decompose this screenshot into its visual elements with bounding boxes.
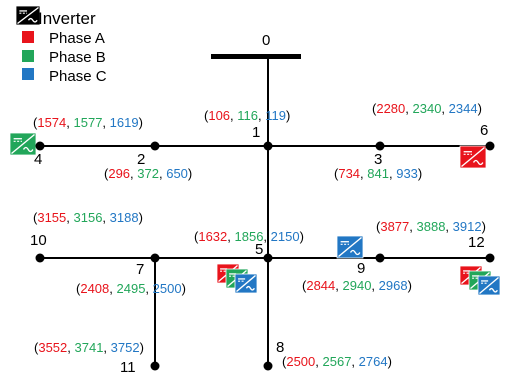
bus-node-12	[485, 253, 495, 263]
node-2-phase-a-value: 296	[108, 166, 130, 181]
node-label-11: 11	[120, 359, 136, 376]
inverter-icon-node-12-phase-c	[477, 275, 501, 296]
node-values-11: (3552, 3741, 3752)	[34, 340, 144, 355]
node-values-4: (1574, 1577, 1619)	[33, 115, 143, 130]
node-1-phase-b-value: 116	[237, 108, 258, 123]
node-values-7: (2408, 2495, 2500)	[76, 281, 186, 296]
node-label-4: 4	[34, 151, 42, 168]
node-values-10: (3155, 3156, 3188)	[33, 210, 143, 225]
node-values-3: (734, 841, 933)	[334, 166, 422, 181]
node-11-phase-a-value: 3552	[38, 340, 67, 355]
node-label-8: 8	[276, 339, 284, 356]
node-10-phase-b-value: 3156	[74, 210, 103, 225]
node-11-phase-b-value: 3741	[75, 340, 104, 355]
node-6-phase-c-value: 2344	[449, 101, 478, 116]
node-3-phase-c-value: 933	[396, 166, 418, 181]
substation-busbar	[211, 54, 301, 59]
node-label-3: 3	[374, 151, 382, 168]
inverter-legend-icon	[15, 5, 41, 26]
legend-phase-a-swatch	[22, 31, 34, 43]
inverter-icon-node-6-phase-a	[459, 145, 487, 169]
bus-node-6	[485, 141, 495, 151]
legend-phase-c-label: Phase C	[49, 68, 107, 85]
node-8-phase-a-value: 2500	[286, 354, 315, 369]
bus-node-3	[375, 141, 385, 151]
node-11-phase-c-value: 3752	[111, 340, 140, 355]
bus-node-9	[375, 253, 385, 263]
legend-phase-c-swatch	[22, 68, 34, 80]
node-5-phase-c-value: 2150	[271, 229, 300, 244]
node-9-phase-c-value: 2968	[379, 278, 408, 293]
node-12-phase-c-value: 3912	[453, 219, 482, 234]
node-label-0: 0	[262, 32, 270, 49]
bus-node-7	[150, 253, 160, 263]
node-7-phase-a-value: 2408	[80, 281, 109, 296]
node-label-2: 2	[137, 151, 145, 168]
bus-node-4	[35, 141, 45, 151]
node-values-5: (1632, 1856, 2150)	[194, 229, 304, 244]
node-12-phase-a-value: 3877	[380, 219, 409, 234]
node-label-12: 12	[468, 234, 485, 251]
bus-node-5	[263, 253, 273, 263]
node-4-phase-a-value: 1574	[37, 115, 66, 130]
node-1-phase-a-value: 106	[208, 108, 230, 123]
node-10-phase-c-value: 3188	[110, 210, 139, 225]
node-label-7: 7	[136, 261, 144, 278]
node-values-1: (106, 116, 119)	[204, 108, 290, 123]
node-4-phase-b-value: 1577	[74, 115, 103, 130]
node-2-phase-b-value: 372	[137, 166, 159, 181]
node-8-phase-c-value: 2764	[359, 354, 388, 369]
node-label-6: 6	[480, 122, 488, 139]
node-3-phase-b-value: 841	[367, 166, 389, 181]
node-6-phase-a-value: 2280	[376, 101, 405, 116]
legend-inverter-icon	[15, 5, 41, 26]
node-9-phase-a-value: 2844	[306, 278, 335, 293]
bus-node-8	[263, 361, 273, 371]
node-5-phase-a-value: 1632	[198, 229, 227, 244]
node-7-phase-b-value: 2495	[117, 281, 146, 296]
inverter-icons	[9, 132, 501, 296]
node-2-phase-c-value: 650	[166, 166, 188, 181]
node-values-8: (2500, 2567, 2764)	[282, 354, 392, 369]
legend-phase-b-swatch	[22, 50, 34, 62]
node-label-9: 9	[357, 260, 365, 277]
legend: Inverter Phase A Phase B Phase C	[15, 5, 107, 85]
inverter-icon-node-4-phase-b	[9, 132, 37, 156]
node-7-phase-c-value: 2500	[153, 281, 182, 296]
node-label-5: 5	[255, 241, 263, 258]
node-6-phase-b-value: 2340	[413, 101, 442, 116]
node-9-phase-b-value: 2940	[343, 278, 372, 293]
node-10-phase-a-value: 3155	[37, 210, 66, 225]
node-labels: 0 1(106, 116, 119) 2(296, 372, 650) 3(734, …	[30, 32, 488, 376]
node-values-12: (3877, 3888, 3912)	[376, 219, 486, 234]
bus-nodes	[35, 141, 495, 371]
node-12-phase-b-value: 3888	[417, 219, 446, 234]
node-3-phase-a-value: 734	[338, 166, 360, 181]
node-5-phase-b-value: 1856	[235, 229, 264, 244]
node-values-9: (2844, 2940, 2968)	[302, 278, 412, 293]
inverter-icon-node-9-phase-c	[336, 235, 364, 259]
node-label-1: 1	[252, 124, 260, 141]
bus-node-11	[150, 361, 160, 371]
legend-phase-a-label: Phase A	[49, 30, 105, 47]
node-1-phase-c-value: 119	[265, 108, 286, 123]
node-8-phase-b-value: 2567	[323, 354, 352, 369]
inverter-icon-node-5-phase-c	[234, 273, 258, 294]
bus-node-1	[263, 141, 273, 151]
node-4-phase-c-value: 1619	[110, 115, 139, 130]
legend-phase-b-label: Phase B	[49, 49, 106, 66]
node-values-2: (296, 372, 650)	[104, 166, 192, 181]
node-label-10: 10	[30, 232, 47, 249]
legend-inverter-label: Inverter	[38, 9, 96, 28]
node-values-6: (2280, 2340, 2344)	[372, 101, 482, 116]
bus-node-2	[150, 141, 160, 151]
bus-node-10	[35, 253, 45, 263]
